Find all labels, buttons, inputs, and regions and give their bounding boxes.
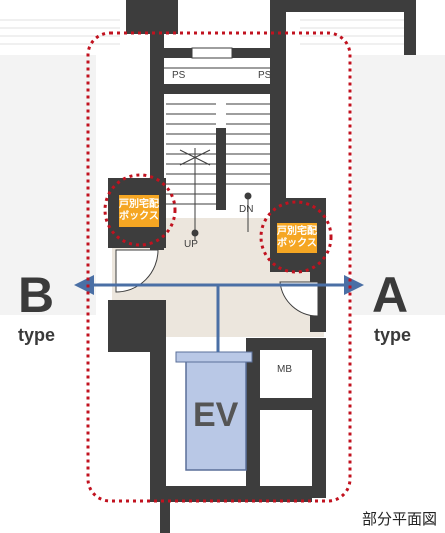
- plan-caption: 部分平面図: [361, 510, 437, 528]
- side-a-label: A: [372, 267, 409, 323]
- ps-door-left: [191, 47, 233, 59]
- right-unit-area: [352, 55, 445, 315]
- up-label: UP: [184, 239, 198, 250]
- ps-label-left: PS: [172, 70, 186, 81]
- side-b-label: B: [18, 267, 55, 323]
- left-box-highlight: [103, 173, 177, 247]
- dn-marker: [244, 192, 252, 200]
- left-door-swing: [115, 249, 159, 293]
- ps-label-right: PS: [258, 70, 272, 81]
- top-hatching: [0, 19, 410, 45]
- elevator-car: [185, 357, 247, 471]
- elevator-door: [175, 351, 253, 363]
- mb-label: MB: [277, 364, 292, 375]
- dn-label: DN: [239, 204, 254, 215]
- side-b-type-label: type: [18, 325, 56, 345]
- common-area-outline: [86, 31, 352, 503]
- right-box-highlight: [259, 200, 333, 274]
- stairs: [166, 103, 270, 240]
- ev-label: EV: [193, 396, 239, 434]
- delivery-box-right: 戸別宅配 ボックス: [274, 220, 320, 256]
- delivery-box-left: 戸別宅配 ボックス: [116, 192, 162, 230]
- direction-lines: [88, 283, 352, 352]
- side-a-type-label: type: [374, 325, 412, 345]
- left-unit-area: [0, 55, 96, 315]
- walls: [108, 0, 416, 533]
- up-marker: [191, 229, 199, 237]
